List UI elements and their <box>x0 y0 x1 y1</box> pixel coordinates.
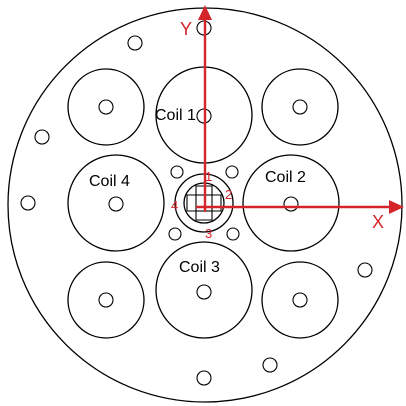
y-axis-arrow <box>198 5 212 20</box>
mounting-hole <box>262 357 278 373</box>
corner-coil <box>67 68 145 146</box>
coil-3-hole <box>196 284 212 300</box>
coil-2-label: Coil 2 <box>265 169 306 186</box>
coil-2-outline <box>242 154 340 252</box>
coil-3-label: Coil 3 <box>179 259 220 276</box>
hub-bolt <box>170 165 184 179</box>
coil-3-outline <box>155 241 253 339</box>
hub-bolt <box>168 227 182 241</box>
x-axis-arrow <box>389 200 404 214</box>
hub-bolt <box>226 227 240 241</box>
corner-coil <box>67 261 145 339</box>
hub-bolt <box>225 165 239 179</box>
x-axis-label: X <box>372 212 384 232</box>
corner-coil-hole <box>98 292 114 308</box>
coil-3: Coil 3 <box>155 241 253 339</box>
corner-coil-hole <box>292 292 308 308</box>
mounting-hole <box>357 262 373 278</box>
center-marker-2: 2 <box>225 187 232 202</box>
corner-coils <box>67 68 339 339</box>
coil-4-outline <box>67 154 165 252</box>
mounting-hole <box>34 129 50 145</box>
coil-1-label: Coil 1 <box>155 107 196 124</box>
center-marker-4: 4 <box>171 198 178 213</box>
corner-coil <box>261 68 339 146</box>
x-axis <box>196 200 404 214</box>
center-marker-1: 1 <box>205 169 212 184</box>
corner-coil <box>261 261 339 339</box>
coil-4-hole <box>108 196 124 212</box>
coil-4: Coil 4 <box>67 154 165 252</box>
corner-coil-hole <box>98 99 114 115</box>
coil-1: Coil 1 <box>155 66 253 164</box>
coil-4-label: Coil 4 <box>89 173 130 190</box>
mounting-hole <box>196 370 212 386</box>
corner-coil-hole <box>292 99 308 115</box>
coil-2: Coil 2 <box>242 154 340 252</box>
y-axis <box>198 5 212 212</box>
mounting-hole <box>127 35 143 51</box>
coil-2-hole <box>283 196 299 212</box>
mounting-hole <box>20 195 36 211</box>
center-marker-3: 3 <box>205 226 212 241</box>
y-axis-label: Y <box>180 19 192 39</box>
